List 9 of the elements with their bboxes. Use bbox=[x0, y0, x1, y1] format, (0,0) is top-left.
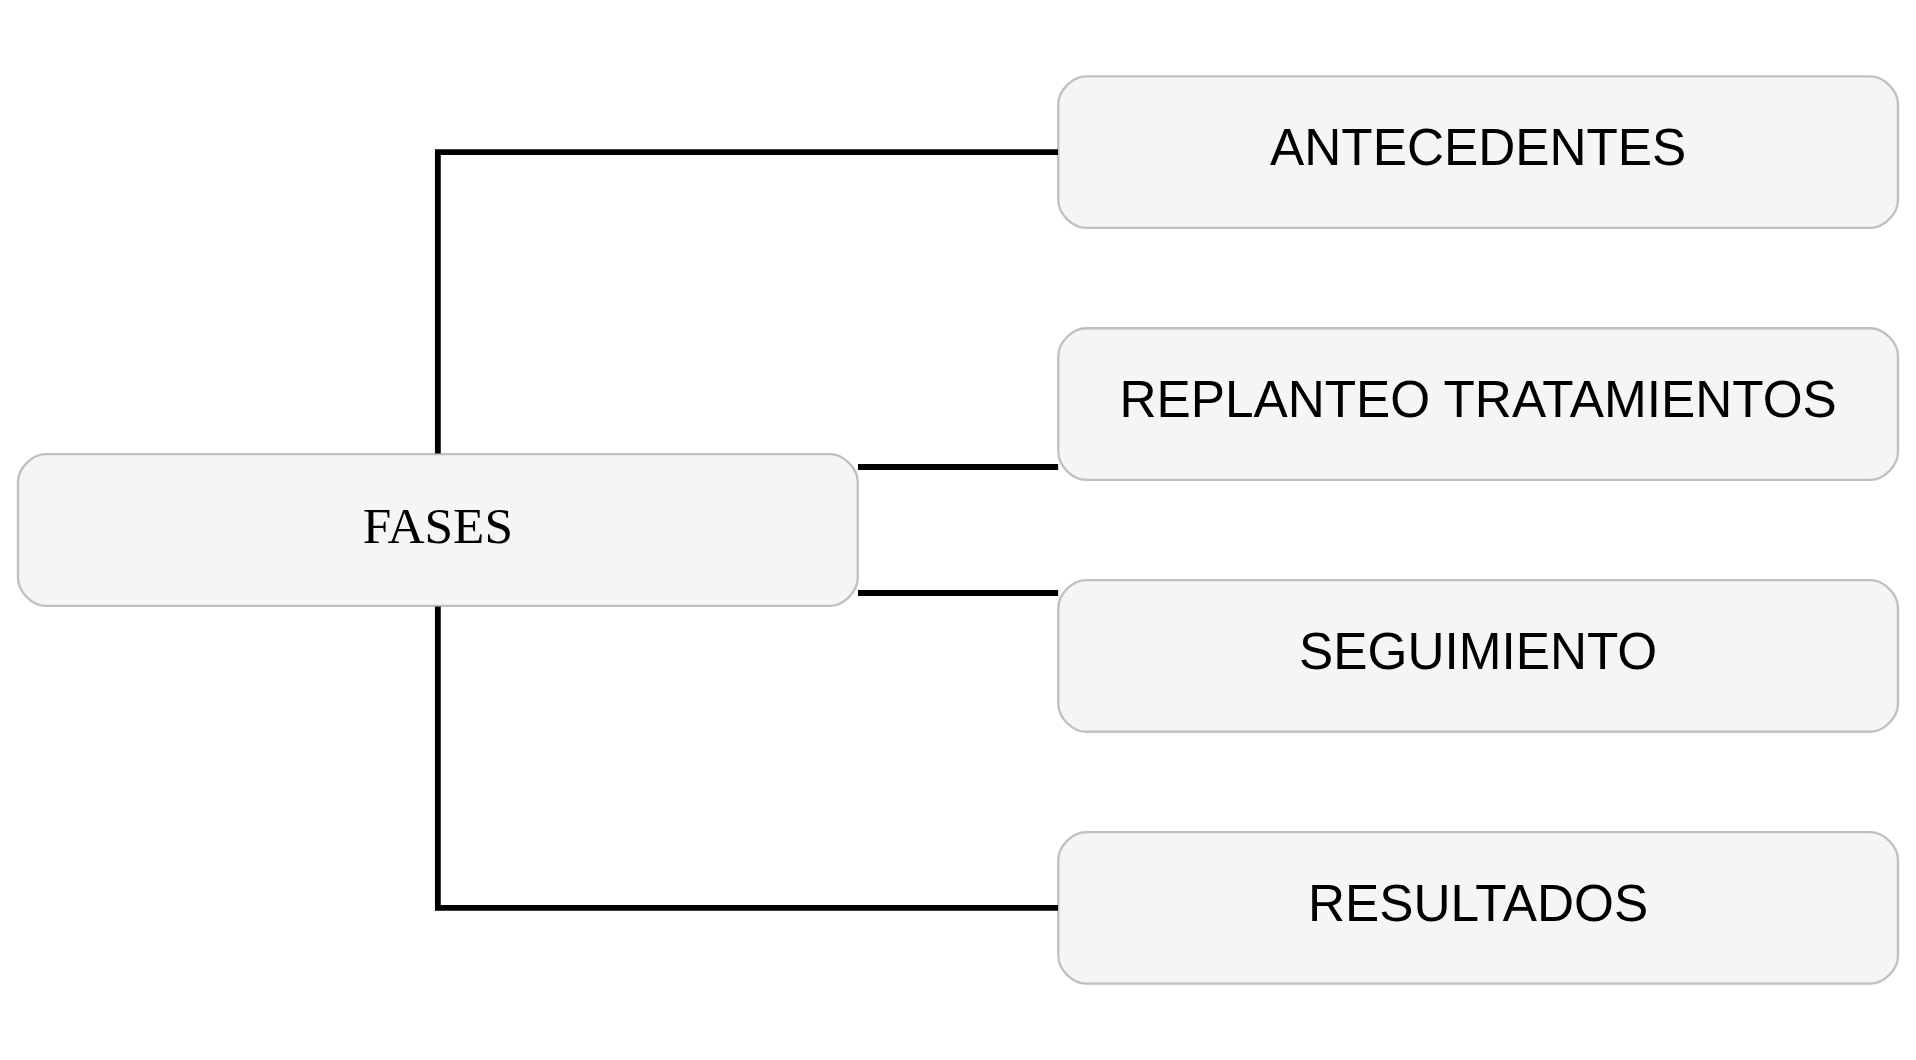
connector bbox=[858, 464, 1059, 470]
node-box: REPLANTEO TRATAMIENTOS bbox=[1057, 327, 1900, 481]
node-box: FASES bbox=[16, 453, 859, 607]
connector bbox=[434, 606, 1058, 911]
node-box: SEGUIMIENTO bbox=[1057, 579, 1900, 733]
connector bbox=[858, 590, 1059, 596]
node-box: RESULTADOS bbox=[1057, 830, 1900, 985]
connector bbox=[434, 149, 1058, 454]
node-box: ANTECEDENTES bbox=[1057, 75, 1900, 230]
